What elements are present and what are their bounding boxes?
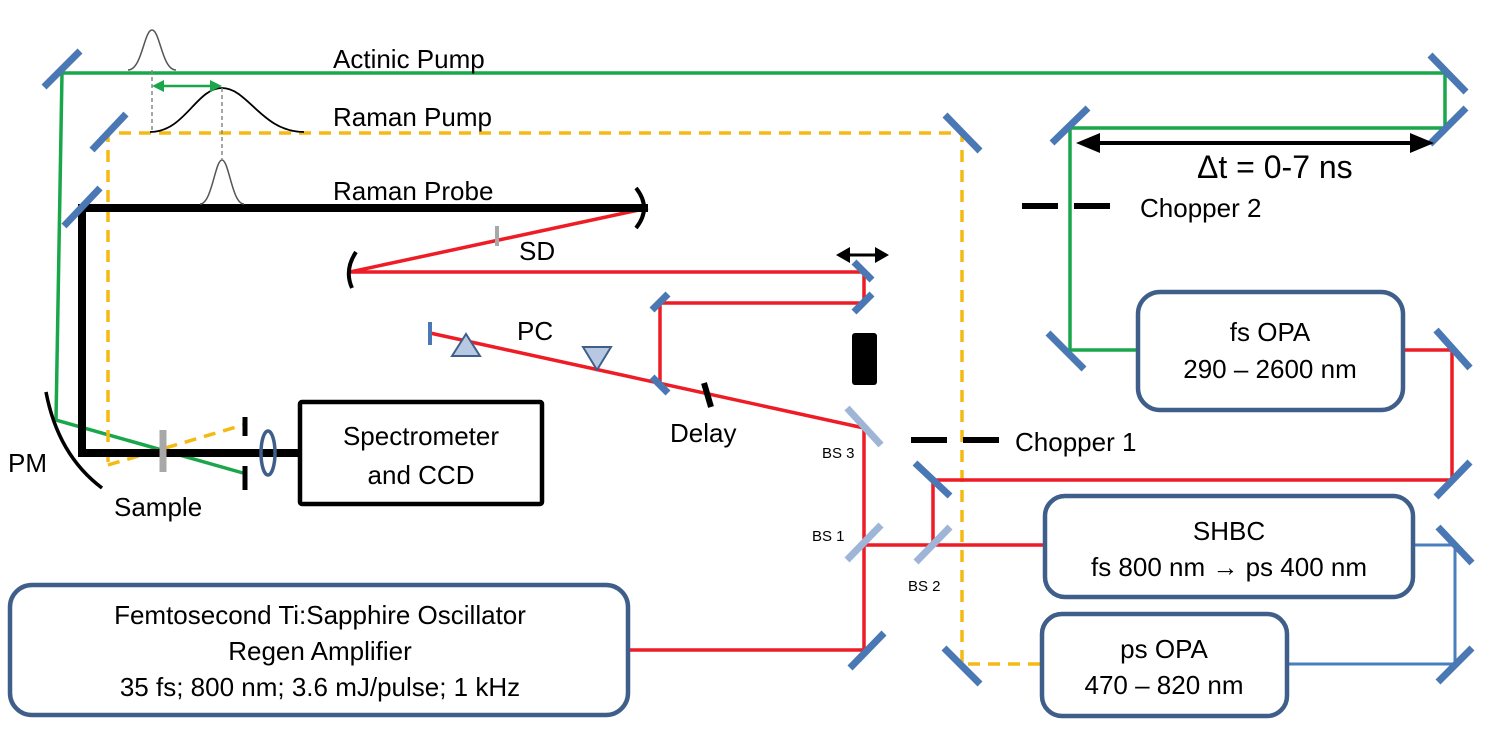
mirror-icon	[1433, 327, 1473, 371]
oscillator-label: Femtosecond Ti:Sapphire Oscillator	[114, 600, 526, 630]
chopper2-label: Chopper 2	[1140, 193, 1261, 223]
shbc-label: SHBC	[1193, 516, 1265, 546]
fs-opa-label: fs OPA	[1230, 317, 1311, 347]
mirror-icon	[912, 460, 953, 499]
shbc-box	[1042, 493, 1416, 600]
curved-mirror-icon	[346, 250, 358, 289]
fundamental-beam-probe-generation	[429, 331, 865, 430]
fs-opa-box	[1135, 289, 1406, 413]
beamsplitter-bs1-icon	[844, 522, 884, 563]
parabolic-mirror-icon	[44, 391, 104, 490]
mirror-icon	[1427, 52, 1469, 95]
mirror-icon	[851, 259, 875, 283]
prism-icon	[450, 332, 482, 357]
lens-icon	[259, 429, 277, 477]
prism-icon	[581, 346, 613, 372]
beamsplitter-bs2-icon	[913, 524, 953, 565]
oscillator-specs: 35 fs; 800 nm; 3.6 mJ/pulse; 1 kHz	[120, 672, 520, 702]
raman-probe-beam	[78, 204, 648, 457]
delay-range-label: Δt = 0-7 ns	[1197, 149, 1353, 185]
spectrometer-label: Spectrometer	[343, 421, 499, 451]
raman-pump-label: Raman Pump	[333, 102, 492, 132]
pc-label: PC	[517, 316, 553, 346]
mirror-icon	[1427, 105, 1469, 147]
spectrometer-box	[297, 399, 545, 507]
mirror-icon	[61, 185, 103, 229]
pulse-delay-arrow-icon	[152, 80, 222, 92]
curved-mirror-icon	[634, 186, 646, 230]
actinic-pump-label: Actinic Pump	[333, 44, 485, 74]
pm-label: PM	[8, 448, 47, 478]
mirror-icon	[1049, 105, 1091, 146]
bs1-label: BS 1	[812, 528, 845, 545]
delay-label: Delay	[670, 418, 736, 448]
ps-opa-range: 470 – 820 nm	[1084, 670, 1243, 700]
mirror-icon	[851, 291, 875, 315]
raman-pump-beam-sample	[107, 423, 244, 467]
oscillator-label: Regen Amplifier	[228, 636, 412, 666]
shutter-icon	[852, 333, 877, 385]
ps-opa-label: ps OPA	[1120, 634, 1208, 664]
sd-label: SD	[519, 236, 555, 266]
mirror-icon	[1435, 645, 1475, 685]
sample-label: Sample	[114, 492, 202, 522]
raman-pump-pulse-shape-icon	[149, 87, 305, 133]
mirror-icon	[649, 374, 671, 396]
oscillator-box	[7, 582, 631, 718]
bs3-label: BS 3	[822, 445, 855, 462]
fs-opa-range: 290 – 2600 nm	[1183, 354, 1356, 384]
actinic-pulse-shape-icon	[127, 29, 177, 71]
delay-range-arrow-icon	[1076, 133, 1434, 153]
shbc-description: fs 800 nm → ps 400 nm	[1091, 552, 1367, 582]
ps-beam	[1285, 543, 1457, 666]
ps-opa-box	[1039, 611, 1290, 719]
mirror-icon	[1435, 524, 1475, 566]
mirror-icon	[1045, 330, 1087, 372]
mirror-icon	[41, 48, 83, 90]
fundamental-beam-delay-line	[349, 206, 866, 385]
raman-probe-label: Raman Probe	[333, 176, 493, 206]
delay-stage-icon	[701, 382, 714, 408]
mirror-icon	[847, 630, 887, 671]
raman-probe-pulse-shape-icon	[199, 159, 245, 205]
spectrometer-label: and CCD	[368, 460, 475, 490]
translation-stage-arrow-icon	[836, 247, 889, 263]
mirror-icon	[649, 291, 671, 313]
mirror-icon	[941, 645, 983, 687]
mirror-icon	[942, 112, 983, 154]
mirror-icon	[89, 111, 129, 153]
bs2-label: BS 2	[908, 578, 941, 595]
mirror-icon	[1433, 459, 1473, 500]
beamsplitter-bs3-icon	[844, 405, 884, 448]
chopper1-label: Chopper 1	[1015, 427, 1136, 457]
